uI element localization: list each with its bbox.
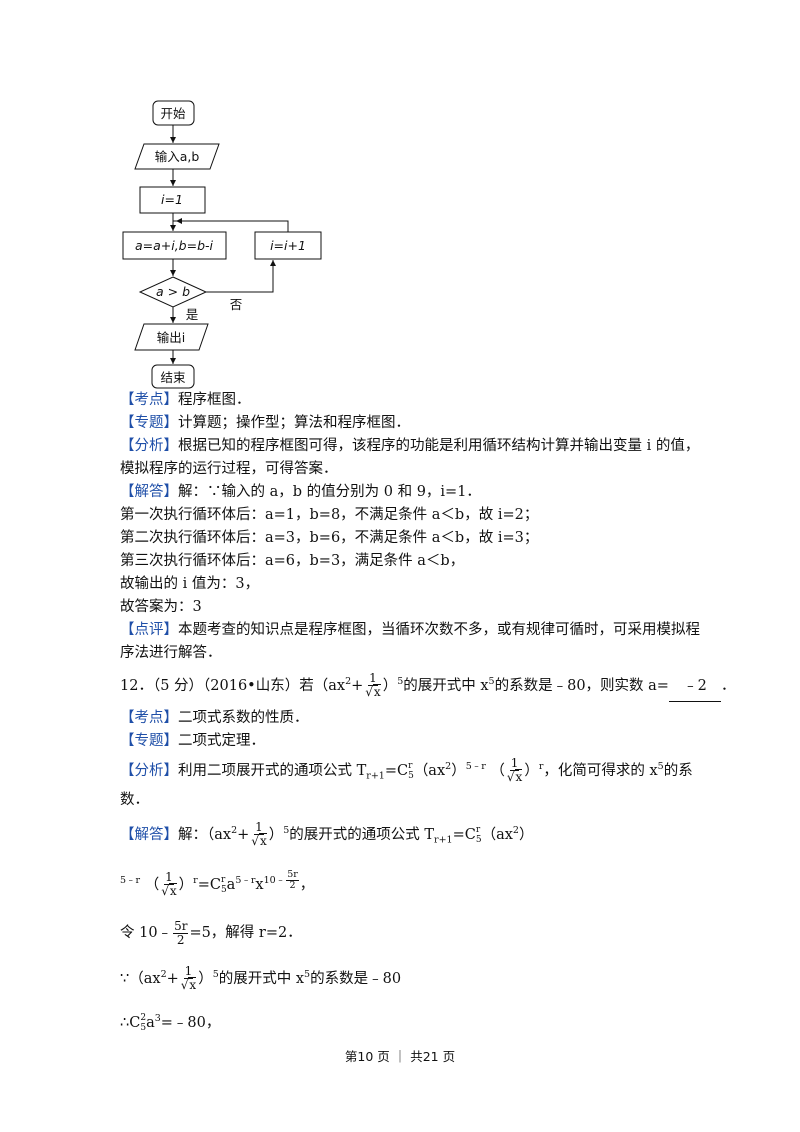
q12-kaodian: 【考点】二项式系数的性质． [120, 710, 309, 726]
output-label: 输出i [157, 330, 185, 345]
q11-fenxi-2: 模拟程序的运行过程，可得答案． [120, 461, 338, 477]
fraction: 1√x [365, 671, 381, 700]
process-node [122, 231, 227, 260]
q11-dianping: 【点评】本题考查的知识点是程序框图，当循环次数不多，或有规律可循时，可采用模拟程 [120, 622, 700, 638]
page-footer: 第10 页 ｜ 共21 页 [344, 1049, 456, 1064]
q12-stem: 12．（5 分）（2016•山东）若（ax2+1√x）5的展开式中 x5的系数是… [120, 667, 735, 702]
output-node [134, 323, 209, 351]
q11-answer: 故答案为：3 [120, 599, 202, 615]
q11-step-2: 第二次执行循环体后：a=3，b=6，不满足条件 a＜b，故 i=3； [120, 530, 539, 546]
init-label: i=1 [161, 192, 183, 207]
q11-zhuanti: 【专题】计算题；操作型；算法和程序框图． [120, 415, 410, 431]
answer-blank: ﹣2 [668, 671, 721, 702]
q11-jieda: 【解答】解：∵输入的 a，b 的值分别为 0 和 9，i=1． [120, 484, 481, 500]
input-label: 输入a,b [155, 149, 200, 164]
q11-kaodian: 【考点】程序框图． [120, 392, 251, 408]
process-label: a=a+i,b=b-i [135, 238, 214, 253]
input-node [134, 143, 220, 170]
q11-fenxi: 【分析】根据已知的程序框图可得，该程序的功能是利用循环结构计算并输出变量 i 的… [120, 438, 700, 454]
q11-output: 故输出的 i 值为：3， [120, 576, 260, 592]
increment-label: i=i+1 [270, 238, 306, 253]
start-label: 开始 [160, 106, 186, 121]
q12-zhuanti: 【专题】二项式定理． [120, 733, 265, 749]
end-node [151, 364, 195, 389]
q12-since: ∵（ax2+1√x）5的展开式中 x5的系数是﹣80 [120, 964, 402, 993]
flowchart: 开始 输入a,b i=1 a=a+i,b=b-i i=i+1 a > b 否 是… [122, 100, 322, 389]
q11-dianping-2: 序法进行解答． [120, 645, 222, 661]
q12-fenxi-2: 数． [120, 792, 149, 808]
q11-step-1: 第一次执行循环体后：a=1，b=8，不满足条件 a＜b，故 i=2； [120, 507, 539, 523]
decision-label: a > b [156, 284, 190, 299]
end-label: 结束 [160, 370, 186, 385]
yes-label: 是 [186, 307, 199, 322]
no-label: 否 [230, 297, 243, 312]
q11-step-3: 第三次执行循环体后：a=6，b=3，满足条件 a＜b， [120, 553, 465, 569]
